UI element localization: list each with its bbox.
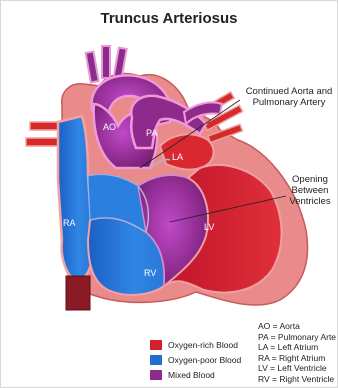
abbr-ao: AO = Aorta xyxy=(258,321,336,332)
legend-item-oxygen-rich: Oxygen-rich Blood xyxy=(150,337,241,352)
legend-item-mixed: Mixed Blood xyxy=(150,367,241,382)
callout-aorta-pa-line-1: Continued Aorta and xyxy=(236,86,338,97)
callout-aorta-pa: Continued Aorta and Pulmonary Artery xyxy=(236,86,338,108)
left-vessel-bottom xyxy=(26,138,60,146)
legend-label: Oxygen-rich Blood xyxy=(168,340,238,350)
label-lv: LV xyxy=(204,222,214,232)
label-ra: RA xyxy=(63,218,76,228)
label-la: LA xyxy=(172,152,183,162)
abbr-ra: RA = Right Atrium xyxy=(258,353,336,364)
legend: Oxygen-rich Blood Oxygen-poor Blood Mixe… xyxy=(150,337,241,382)
legend-swatch-purple xyxy=(150,370,162,380)
left-vessel-top xyxy=(30,122,60,130)
abbr-rv: RV = Right Ventricle xyxy=(258,374,336,385)
right-atrium-wall xyxy=(58,116,92,282)
callout-opening-line-2: Between xyxy=(282,185,338,196)
callout-opening-line-3: Ventricles xyxy=(282,196,338,207)
legend-label: Oxygen-poor Blood xyxy=(168,355,241,365)
callout-opening-line-1: Opening xyxy=(282,174,338,185)
inferior-vena-cava xyxy=(66,276,90,310)
abbr-pa: PA = Pulmonary Arte xyxy=(258,332,336,343)
label-ao: AO xyxy=(103,122,116,132)
legend-item-oxygen-poor: Oxygen-poor Blood xyxy=(150,352,241,367)
callout-aorta-pa-line-2: Pulmonary Artery xyxy=(236,97,338,108)
abbreviation-key: AO = Aorta PA = Pulmonary Arte LA = Left… xyxy=(258,321,336,384)
legend-label: Mixed Blood xyxy=(168,370,215,380)
arch-branch-2 xyxy=(102,46,110,78)
legend-swatch-red xyxy=(150,340,162,350)
abbr-la: LA = Left Atrium xyxy=(258,342,336,353)
left-atrium xyxy=(160,134,214,169)
arch-branch-1 xyxy=(86,52,99,83)
legend-swatch-blue xyxy=(150,355,162,365)
callout-opening: Opening Between Ventricles xyxy=(282,174,338,207)
label-pa: PA xyxy=(146,128,157,138)
label-rv: RV xyxy=(144,268,156,278)
abbr-lv: LV = Left Ventricle xyxy=(258,363,336,374)
